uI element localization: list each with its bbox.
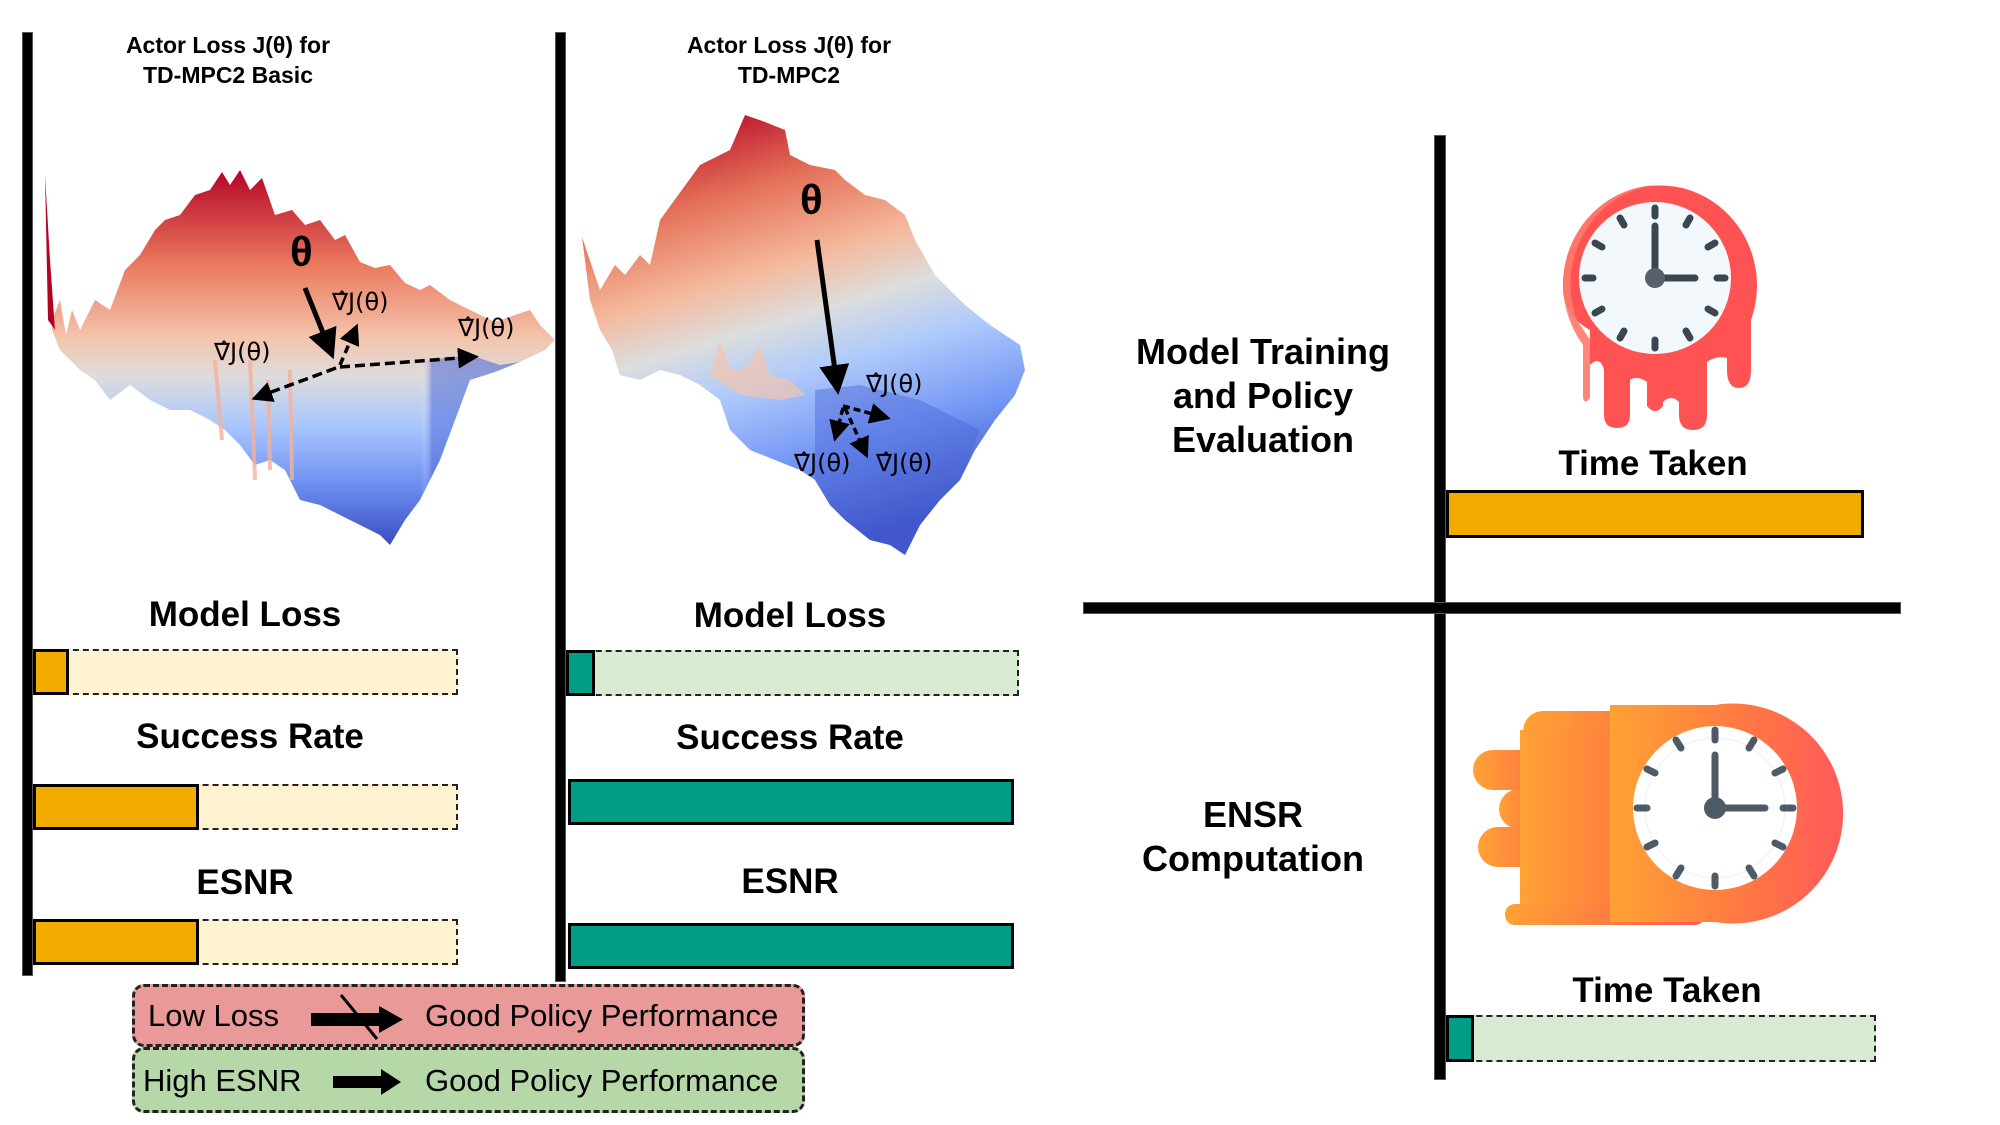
bar-fill-esnr-full	[568, 923, 1014, 969]
panel-full-axis	[555, 32, 566, 982]
panel-basic-title-line1: Actor Loss J(θ) for	[125, 32, 331, 58]
metric-label-success-rate-basic: Success Rate	[136, 717, 364, 756]
surface-full-ridge	[710, 340, 805, 400]
surface-basic-valley	[300, 355, 520, 545]
panel-full-title-line2: TD-MPC2	[737, 62, 841, 88]
timing-bar-ensr	[1446, 1015, 1876, 1062]
timing-label-ensr-line1: ENSR	[1202, 794, 1304, 835]
panel-basic-title-line2: TD-MPC2 Basic	[143, 62, 313, 88]
timing-horizontal-divider	[1083, 602, 1901, 614]
panel-full-title-line1: Actor Loss J(θ) for	[686, 32, 892, 58]
theta-label-basic: θ	[290, 228, 313, 275]
legend-low-loss-left: Low Loss	[148, 998, 279, 1033]
timing-label-ensr: ENSR Computation	[1093, 793, 1413, 881]
bar-fill-model-loss-full	[566, 650, 595, 696]
panel-full-title: Actor Loss J(θ) for TD-MPC2	[609, 30, 969, 90]
timing-label-ensr-line2: Computation	[1142, 838, 1364, 879]
metric-label-esnr-basic: ESNR	[196, 863, 294, 902]
legend-low-loss-right: Good Policy Performance	[425, 998, 779, 1033]
metric-label-success-rate-full: Success Rate	[676, 718, 904, 757]
surface-basic-red-spike	[45, 175, 55, 330]
gradient-arrows-full	[814, 239, 891, 459]
metric-label-model-loss-full: Model Loss	[693, 596, 887, 635]
grad-label-full-1: ∇̂J(θ)	[866, 370, 923, 398]
grad-label-full-2: ∇̂J(θ)	[794, 449, 851, 477]
not-implies-arrow-icon	[311, 994, 403, 1040]
melting-clock-ticks	[1581, 204, 1729, 352]
surface-basic-spikes	[213, 359, 294, 481]
metric-label-esnr-full: ESNR	[741, 862, 839, 901]
timing-label-training: Model Training and Policy Evaluation	[1103, 330, 1423, 462]
timing-label-training-line1: Model Training	[1135, 331, 1390, 372]
timing-bar-fill-training	[1446, 490, 1864, 538]
theta-label-full: θ	[800, 176, 823, 223]
timing-bar-label-ensr: Time Taken	[1572, 971, 1762, 1010]
panel-basic-axis	[22, 32, 33, 976]
bar-model-loss-full	[566, 650, 1019, 696]
bar-success-rate-basic	[33, 784, 458, 830]
bar-fill-success-rate-full	[568, 779, 1014, 825]
implies-arrow-icon	[333, 1069, 401, 1095]
grad-label-full-3: ∇̂J(θ)	[876, 449, 933, 477]
bar-model-loss-basic	[33, 649, 458, 695]
legend-low-loss: Low Loss Good Policy Performance	[132, 984, 805, 1047]
grad-arrow-full-3	[843, 407, 869, 459]
metric-label-model-loss-basic: Model Loss	[148, 595, 342, 634]
bar-fill-model-loss-basic	[33, 649, 69, 695]
bar-fill-success-rate-basic	[33, 784, 200, 830]
legend-high-esnr-right: Good Policy Performance	[425, 1063, 779, 1098]
loss-surface-full	[582, 115, 1025, 555]
bar-fill-esnr-basic	[33, 919, 200, 965]
timing-bar-label-training: Time Taken	[1558, 444, 1748, 483]
fast-clock-icon	[1470, 703, 1844, 925]
grad-arrow-basic-3	[339, 347, 479, 369]
panel-basic-title: Actor Loss J(θ) for TD-MPC2 Basic	[48, 30, 408, 90]
grad-arrow-full-1	[842, 403, 891, 424]
legend-high-esnr-left: High ESNR	[143, 1063, 302, 1098]
timing-label-training-line2: and Policy	[1172, 375, 1354, 416]
grad-label-basic-3: ∇̂J(θ)	[458, 314, 515, 342]
bar-esnr-basic	[33, 919, 458, 965]
timing-bar-training	[1446, 490, 1866, 538]
surface-full-body	[582, 115, 1025, 555]
update-arrow-full	[814, 239, 850, 395]
grad-arrow-basic-1	[251, 366, 337, 402]
gradient-arrows-basic	[251, 287, 479, 402]
timing-label-training-line3: Evaluation	[1171, 419, 1355, 460]
grad-arrow-full-2	[829, 407, 850, 442]
loss-surface-basic	[45, 170, 555, 545]
melting-clock-icon	[1562, 185, 1757, 430]
update-arrow-basic	[302, 287, 337, 360]
grad-label-basic-2: ∇̂J(θ)	[332, 288, 389, 316]
grad-label-basic-1: ∇̂J(θ)	[214, 338, 271, 366]
timing-bar-fill-ensr	[1446, 1015, 1474, 1062]
bar-success-rate-full	[568, 779, 1016, 825]
grad-arrow-basic-2	[338, 323, 360, 366]
legend-high-esnr: High ESNR Good Policy Performance	[132, 1047, 805, 1113]
fast-clock-ticks	[1633, 726, 1797, 890]
bar-esnr-full	[568, 923, 1016, 969]
surface-full-valley	[815, 385, 980, 555]
